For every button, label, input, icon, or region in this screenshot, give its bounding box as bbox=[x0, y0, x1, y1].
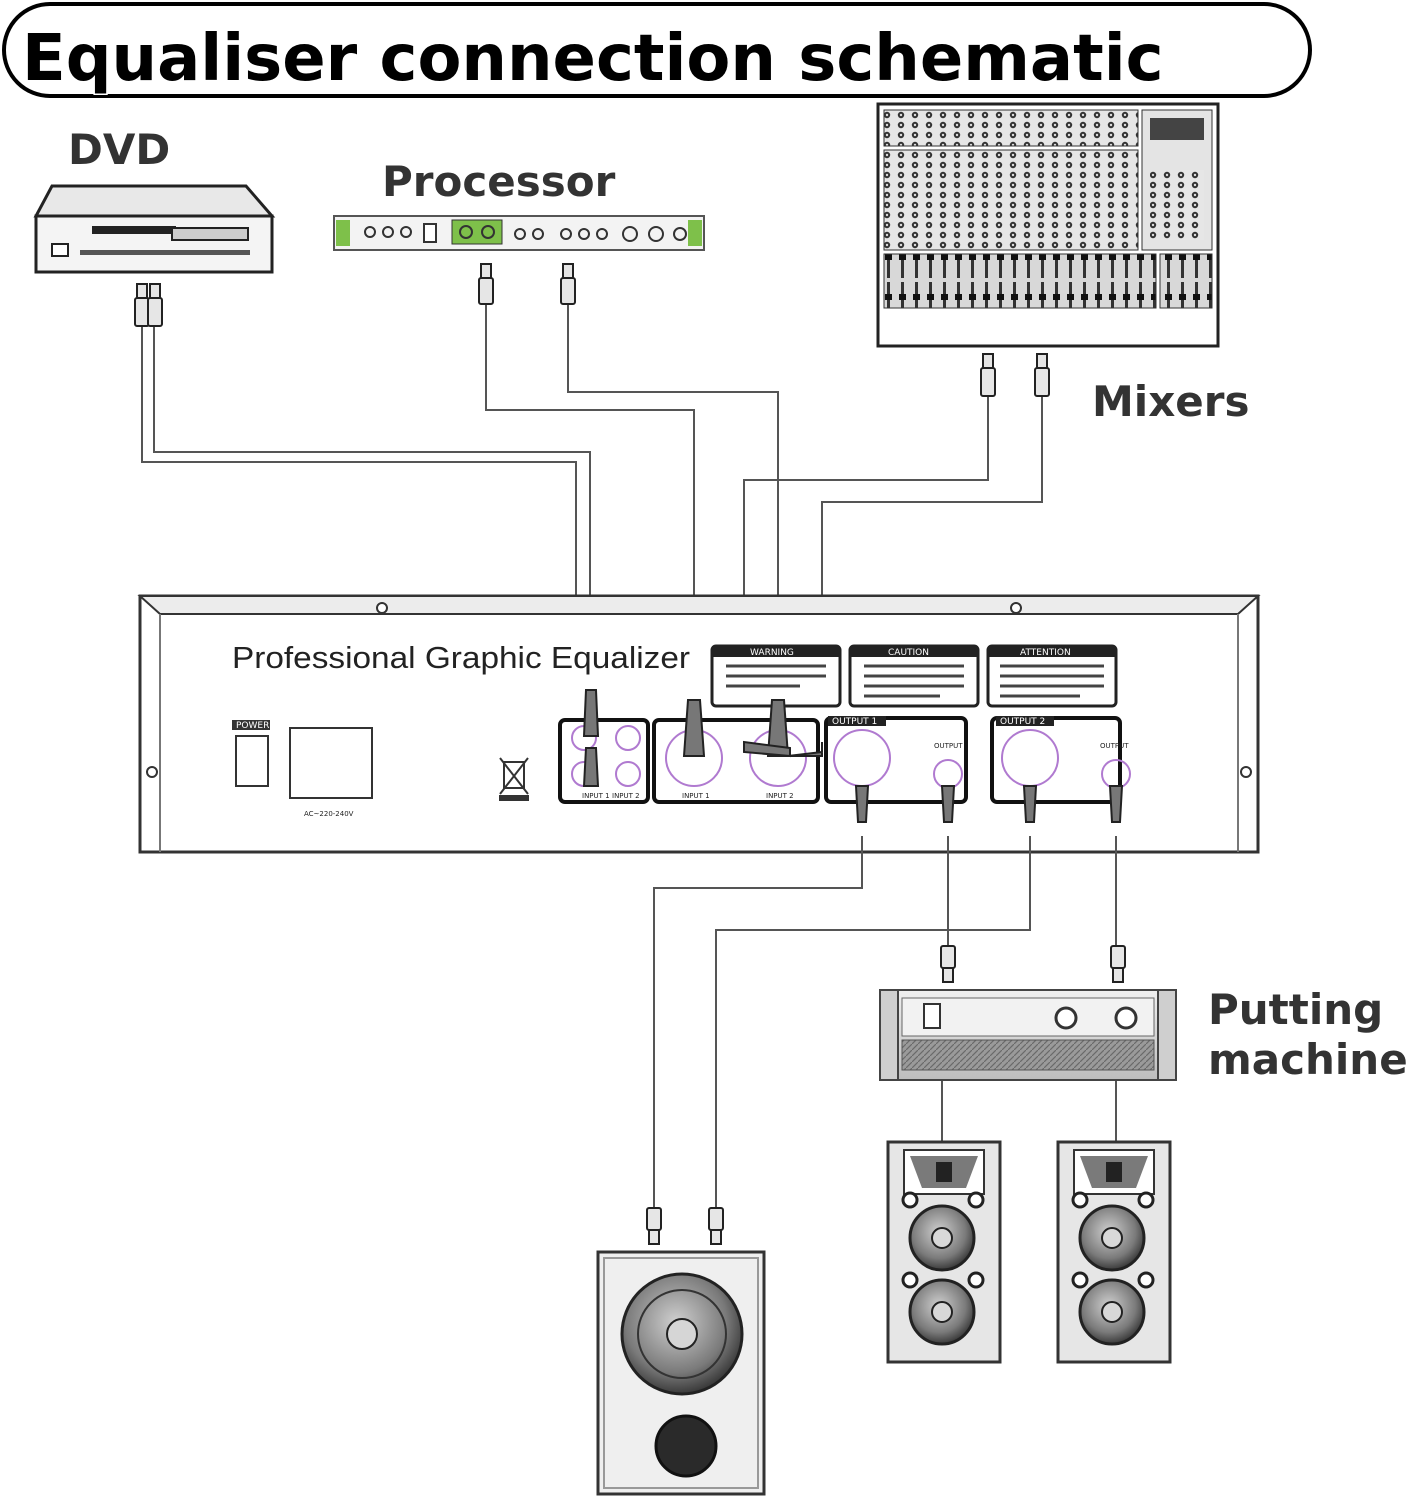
mixer-rca-plug-right bbox=[1034, 353, 1050, 397]
diagram-title: Equaliser connection schematic bbox=[22, 22, 1164, 96]
putting-machine-label-line1: Putting bbox=[1208, 985, 1383, 1034]
warning-title: WARNING bbox=[750, 648, 794, 658]
rca-connectors-upper bbox=[134, 263, 1050, 397]
rca-input-block: INPUT 1 INPUT 2 bbox=[558, 718, 650, 804]
output-1-block: OUTPUT 1 OUTPUT bbox=[824, 716, 968, 804]
processor-rca-plug-right bbox=[560, 263, 576, 305]
sub-rca-plug-right bbox=[708, 1207, 724, 1245]
lower-cables bbox=[653, 836, 1117, 1210]
subwoofer-icon bbox=[596, 1250, 766, 1496]
sub-rca-plug-left bbox=[646, 1207, 662, 1245]
attention-title: ATTENTION bbox=[1020, 648, 1071, 658]
caution-label: CAUTION bbox=[848, 644, 980, 708]
rca-input-2-label: INPUT 2 bbox=[612, 792, 640, 800]
inserted-input-plugs bbox=[582, 689, 823, 787]
output-2-jack-label: OUTPUT bbox=[1100, 742, 1129, 750]
title-banner: Equaliser connection schematic bbox=[2, 2, 1312, 98]
xlr-input-block: INPUT 1 INPUT 2 bbox=[652, 718, 820, 804]
output-1-label: OUTPUT 1 bbox=[832, 717, 877, 727]
inserted-output-plugs bbox=[854, 785, 1124, 823]
speaker-right-icon bbox=[1056, 1140, 1172, 1364]
equalizer-name: Professional Graphic Equalizer bbox=[232, 640, 690, 675]
power-label: POWER bbox=[236, 721, 269, 731]
processor-icon bbox=[333, 215, 705, 251]
amp-rca-plug-right bbox=[1110, 945, 1126, 983]
dvd-label: DVD bbox=[68, 125, 170, 174]
rca-input-1-label: INPUT 1 bbox=[582, 792, 610, 800]
dvd-rca-plug-right bbox=[147, 283, 163, 327]
mixer-icon bbox=[876, 102, 1220, 348]
warning-label: WARNING bbox=[710, 644, 842, 708]
mixer-rca-plug-left bbox=[980, 353, 996, 397]
output-2-label: OUTPUT 2 bbox=[1000, 717, 1045, 727]
rca-connectors-lower bbox=[646, 945, 1126, 1245]
putting-machine-label-line2: machine bbox=[1208, 1035, 1408, 1084]
output-1-jack-label: OUTPUT bbox=[934, 742, 963, 750]
speaker-left-icon bbox=[886, 1140, 1002, 1364]
amp-rca-plug-left bbox=[940, 945, 956, 983]
dvd-player-icon bbox=[33, 184, 276, 274]
power-amplifier-icon bbox=[879, 989, 1177, 1081]
attention-label: ATTENTION bbox=[986, 644, 1118, 708]
dvd-rca-plug-left bbox=[134, 283, 150, 327]
xlr-input-2-label: INPUT 2 bbox=[766, 792, 794, 800]
power-switch: POWER bbox=[232, 720, 270, 787]
processor-rca-plug-left bbox=[478, 263, 494, 305]
voltage-label: AC~220-240V bbox=[304, 810, 354, 818]
caution-title: CAUTION bbox=[888, 648, 929, 658]
power-inlet: AC~220-240V bbox=[289, 727, 373, 818]
processor-label: Processor bbox=[382, 157, 616, 206]
weee-bin-icon bbox=[499, 757, 529, 801]
upper-cables bbox=[141, 300, 1043, 752]
xlr-input-1-label: INPUT 1 bbox=[682, 792, 710, 800]
equalizer-panel: Professional Graphic Equalizer POWER AC~… bbox=[137, 594, 1261, 854]
mixers-label: Mixers bbox=[1092, 377, 1249, 426]
